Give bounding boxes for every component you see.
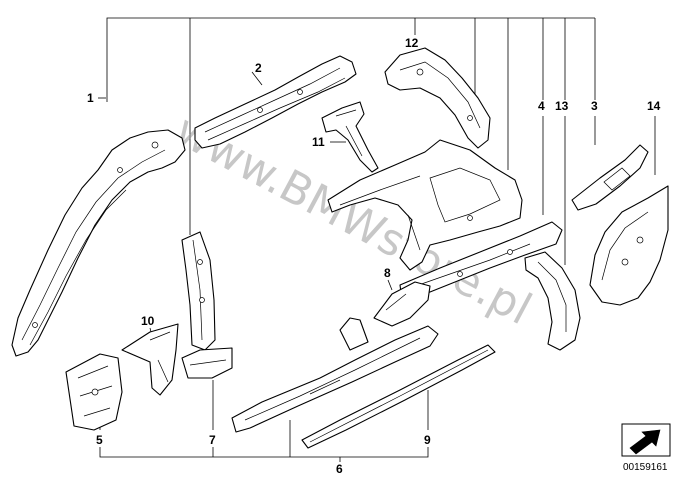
callout-5: 5 [96,433,103,447]
part-12-c-pillar-upper [384,47,491,149]
callout-1: 1 [87,91,94,105]
part-7-bracket [181,347,233,379]
callout-10: 10 [141,314,155,328]
leader-lines [98,17,656,462]
part-main-side-frame [327,139,523,271]
part-9-sill-strip [301,344,496,449]
callout-2: 2 [255,61,262,75]
callout-13: 13 [555,99,569,113]
part-b-pillar-inner [181,231,216,351]
callouts: 1 2 3 4 5 6 7 8 9 10 11 12 13 14 [87,36,661,476]
part-3-reinforcement-plate [571,144,649,211]
callout-12: 12 [405,36,419,50]
view-arrow-box [621,423,671,457]
callout-7: 7 [209,433,216,447]
callout-4: 4 [538,99,545,113]
part-11-bracket [321,101,379,173]
part-14-wheel-housing-outer [589,185,669,306]
callout-8: 8 [384,266,391,280]
callout-9: 9 [424,433,431,447]
callout-3: 3 [591,99,598,113]
arrow-icon [629,429,661,455]
callout-11: 11 [312,135,325,149]
diagram-id: 00159161 [623,462,668,473]
part-5-front-side-panel [65,353,123,431]
part-2-roof-rail [194,55,357,149]
callout-6: 6 [336,462,343,476]
part-8-bracket [373,281,431,327]
callout-14: 14 [647,99,661,113]
part-1-a-pillar [11,129,186,357]
part-13-wheelhouse-support [524,251,581,351]
part-6-side-sill [231,317,439,433]
part-10-column-panel [121,323,179,396]
